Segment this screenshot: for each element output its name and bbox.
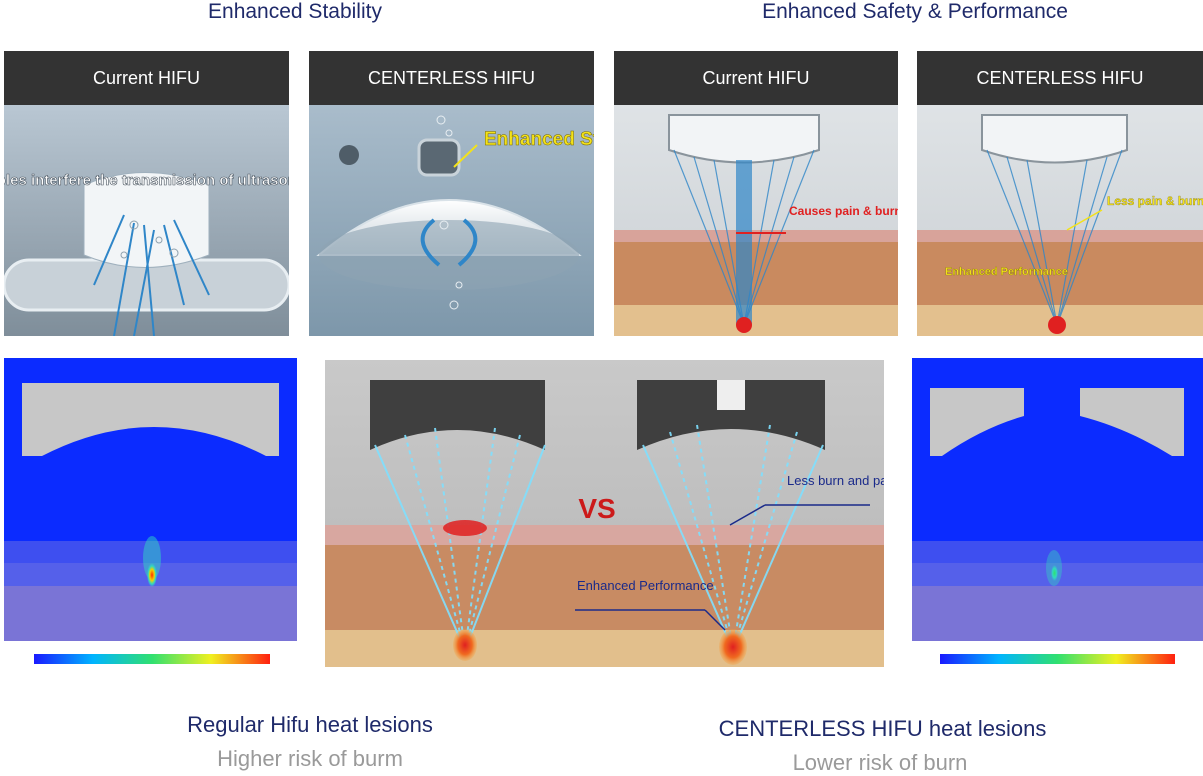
transducer-right-half [1080, 388, 1184, 456]
panel-header: Current HIFU [4, 51, 289, 105]
section-title-stability: Enhanced Stability [208, 0, 382, 23]
simulation-regular-hifu [4, 358, 297, 668]
transducer-left-half [930, 388, 1024, 456]
section-title-safety: Enhanced Safety & Performance [762, 0, 1068, 23]
panel-centerless-hifu-stability: CENTERLESS HIFU Enhanced Stability [309, 51, 594, 336]
simulation-centerless-hifu [912, 358, 1203, 668]
panel-illustration: Microbubbles interfere the transmission … [4, 105, 289, 336]
pain-burn-annotation: Causes pain & burn [789, 204, 898, 218]
panel-header: CENTERLESS HIFU [917, 51, 1203, 105]
color-scale-bar [34, 654, 270, 664]
heat-lesion-regular [147, 563, 157, 587]
panel-current-hifu-bubbles: Current HIFU Microbubbles interfere the … [4, 51, 289, 336]
vs-label: VS [578, 493, 615, 524]
panel-illustration: Enhanced Stability [309, 105, 594, 336]
enhanced-stability-annotation: Enhanced Stability [484, 129, 594, 150]
caption-regular-sub: Higher risk of burm [217, 746, 403, 771]
panel-current-hifu-burn: Current HIFU Causes pain & burn [614, 51, 898, 336]
caption-centerless-title: CENTERLESS HIFU heat lesions [718, 716, 1047, 741]
panel-illustration: Less pain & burn Enhanced Performance [917, 105, 1203, 336]
centerless-transducer [637, 380, 825, 450]
transducer-shape [981, 114, 1128, 164]
panel-header: Current HIFU [614, 51, 898, 105]
transducer-cross-section [22, 383, 279, 456]
transducer-shape [83, 172, 210, 268]
heat-lesion-centerless [1051, 565, 1058, 581]
caption-regular-title: Regular Hifu heat lesions [187, 712, 433, 737]
panel-illustration: Causes pain & burn [614, 105, 898, 336]
panel-header: CENTERLESS HIFU [309, 51, 594, 105]
less-pain-annotation: Less pain & burn [1107, 194, 1203, 208]
color-scale-bar [940, 654, 1175, 664]
comparison-illustration: VS Less burn and pain Enhanced Performan… [325, 360, 898, 667]
microbubbles-annotation: Microbubbles interfere the transmission … [4, 172, 289, 189]
left-transducer [370, 380, 545, 450]
panel-centerless-hifu-safety: CENTERLESS HIFU Less pain & burn Enhance… [917, 51, 1203, 336]
enhanced-performance-annotation: Enhanced Performance [945, 266, 1068, 278]
enhanced-performance-label: Enhanced Performance [577, 578, 714, 593]
transducer-shape [668, 114, 820, 164]
caption-centerless-sub: Lower risk of burn [792, 750, 968, 775]
less-burn-label: Less burn and pain [787, 473, 884, 488]
skin-tissue-shape [325, 545, 884, 635]
